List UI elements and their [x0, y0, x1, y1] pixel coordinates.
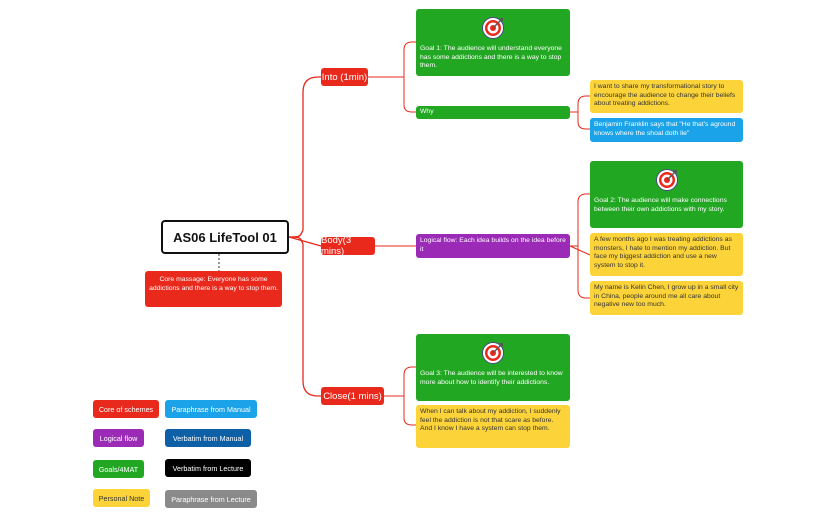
- target-icon: [594, 168, 739, 192]
- branch-close-label: Close(1 mins): [323, 390, 382, 402]
- legend-label: Goals/4MAT: [98, 464, 139, 474]
- legend-paraphrase-from-manual: Paraphrase from Manual: [165, 400, 257, 418]
- core-message-node[interactable]: Core massage: Everyone has some addictio…: [145, 271, 282, 307]
- root-title: AS06 LifeTool 01: [173, 229, 277, 245]
- franklin-quote-text: Benjamin Franklin says that "He that's a…: [594, 121, 736, 137]
- connector-root-body: [288, 236, 322, 247]
- why-text: Why: [420, 108, 434, 115]
- intro-personal-note-text: I want to share my transformational stor…: [594, 83, 736, 108]
- legend-goals-4mat: Goals/4MAT: [93, 460, 144, 478]
- target-icon: [420, 341, 566, 365]
- target-icon: [420, 16, 566, 40]
- body-personal-note-1[interactable]: A few months ago I was treating addictio…: [590, 233, 743, 276]
- branch-intro[interactable]: Into (1min): [321, 68, 368, 86]
- legend-label: Paraphrase from Lecture: [171, 494, 251, 504]
- close-personal-note[interactable]: When I can talk about my addiction, I su…: [416, 405, 570, 448]
- goal-1-node[interactable]: Goal 1: The audience will understand eve…: [416, 9, 570, 76]
- branch-intro-label: Into (1min): [321, 71, 368, 83]
- logical-flow-text: Logical flow: Each idea builds on the id…: [420, 237, 566, 253]
- branch-body[interactable]: Body(3 mins): [321, 235, 375, 257]
- legend-verbatim-from-manual: Verbatim from Manual: [165, 429, 251, 447]
- legend-label: Logical flow: [99, 433, 138, 443]
- legend-logical-flow: Logical flow: [93, 429, 144, 447]
- legend-paraphrase-from-lecture: Paraphrase from Lecture: [165, 490, 257, 508]
- body-personal-note-2-text: My name is Kelin Chen, I grow up in a sm…: [594, 284, 739, 309]
- goal-2-node[interactable]: Goal 2: The audience will make connectio…: [590, 161, 743, 228]
- franklin-quote-node[interactable]: Benjamin Franklin says that "He that's a…: [590, 118, 743, 142]
- logical-flow-node[interactable]: Logical flow: Each idea builds on the id…: [416, 234, 570, 258]
- legend-label: Verbatim from Manual: [172, 433, 244, 443]
- goal-1-text: Goal 1: The audience will understand eve…: [420, 45, 562, 70]
- connector-root-intro: [288, 76, 321, 238]
- why-node[interactable]: Why: [416, 106, 570, 119]
- body-personal-note-2[interactable]: My name is Kelin Chen, I grow up in a sm…: [590, 281, 743, 315]
- goal-3-text: Goal 3: The audience will be interested …: [420, 370, 563, 386]
- legend-label: Personal Note: [98, 493, 145, 503]
- goal-2-text: Goal 2: The audience will make connectio…: [594, 197, 727, 213]
- body-personal-note-1-text: A few months ago I was treating addictio…: [594, 236, 732, 269]
- intro-personal-note[interactable]: I want to share my transformational stor…: [590, 80, 743, 113]
- connector-root-close: [288, 236, 321, 397]
- legend-label: Paraphrase from Manual: [171, 404, 251, 414]
- goal-3-node[interactable]: Goal 3: The audience will be interested …: [416, 334, 570, 401]
- legend-label: Core of schemes: [98, 404, 154, 414]
- legend-personal-note: Personal Note: [93, 489, 150, 507]
- branch-close[interactable]: Close(1 mins): [321, 387, 384, 405]
- core-message-text: Core massage: Everyone has some addictio…: [149, 276, 278, 292]
- legend-label: Verbatim from Lecture: [172, 463, 244, 473]
- branch-body-label: Body(3 mins): [321, 235, 352, 257]
- root-topic[interactable]: AS06 LifeTool 01: [161, 220, 289, 254]
- legend-core-of-schemes: Core of schemes: [93, 400, 159, 418]
- close-personal-note-text: When I can talk about my addiction, I su…: [420, 408, 561, 433]
- legend-verbatim-from-lecture: Verbatim from Lecture: [165, 459, 251, 477]
